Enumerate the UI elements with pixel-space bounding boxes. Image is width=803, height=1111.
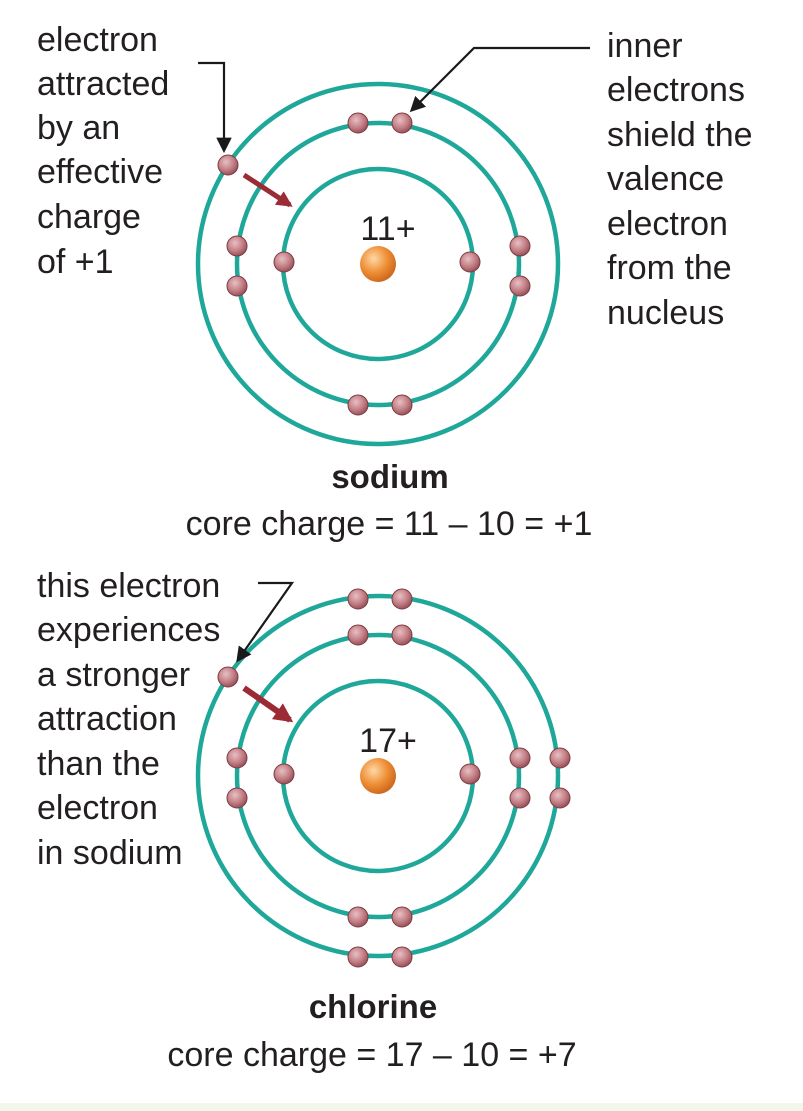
chlorine-attraction-arrow [242, 685, 294, 723]
chlorine-outer-shell [195, 593, 561, 959]
sodium-nucleus [360, 246, 396, 282]
callout-line: shield the [607, 116, 753, 154]
callout-line: of +1 [37, 243, 114, 281]
sodium-core-charge: core charge = 11 – 10 = +1 [186, 505, 593, 543]
chlorine-nucleus-charge: 17+ [359, 722, 417, 760]
sodium-atom: 11+ electron attracted by an effective c… [37, 21, 762, 543]
callout-line: attraction [37, 700, 177, 738]
callout-line: attracted [37, 65, 169, 103]
callout-line: in sodium [37, 834, 183, 872]
chlorine-highlighted-electron [217, 666, 239, 688]
callout-line: inner [607, 27, 683, 65]
sodium-left-leader-line [198, 61, 232, 154]
sodium-nucleus-charge: 11+ [360, 210, 415, 248]
electron [509, 235, 531, 257]
chlorine-core-charge: core charge = 17 – 10 = +7 [167, 1036, 576, 1074]
sodium-attraction-arrow [242, 172, 293, 208]
sodium-right-callout: inner electrons shield the valence elect… [607, 27, 762, 332]
valence-electron [391, 588, 413, 610]
electron [391, 624, 413, 646]
callout-line: electrons [607, 71, 745, 109]
chlorine-left-callout: this electron experiences a stronger att… [37, 567, 230, 872]
valence-electron [549, 747, 571, 769]
callout-line: this electron [37, 567, 220, 605]
electron [391, 394, 413, 416]
callout-line: from the [607, 249, 732, 287]
sodium-left-callout: electron attracted by an effective charg… [37, 21, 179, 281]
electron [347, 394, 369, 416]
sodium-right-leader-line [409, 46, 590, 113]
chlorine-atom: 17+ this electron experiences a str [37, 567, 577, 1074]
chlorine-electrons [217, 588, 571, 968]
callout-line: than the [37, 745, 160, 783]
valence-electron [391, 946, 413, 968]
chlorine-nucleus [360, 758, 396, 794]
callout-line: valence [607, 160, 724, 198]
electron [347, 906, 369, 928]
callout-line: nucleus [607, 294, 724, 332]
sodium-outer-shell [195, 81, 561, 447]
electron [273, 763, 295, 785]
electron [459, 251, 481, 273]
sodium-electrons [217, 112, 531, 416]
callout-line: electron [37, 789, 158, 827]
electron [226, 275, 248, 297]
sodium-valence-electron [217, 154, 239, 176]
electron [273, 251, 295, 273]
sodium-name: sodium [331, 458, 448, 495]
callout-line: experiences [37, 611, 220, 649]
electron [226, 787, 248, 809]
chlorine-left-leader-line [236, 581, 295, 663]
bottom-strip [0, 1103, 803, 1111]
electron [226, 235, 248, 257]
callout-line: charge [37, 198, 141, 236]
valence-electron [347, 946, 369, 968]
callout-line: electron [37, 21, 158, 59]
valence-electron [549, 787, 571, 809]
electron [391, 906, 413, 928]
callout-line: a stronger [37, 656, 190, 694]
callout-line: effective [37, 153, 163, 191]
electron [347, 624, 369, 646]
electron [509, 747, 531, 769]
callout-line: by an [37, 109, 120, 147]
chlorine-name: chlorine [309, 988, 437, 1025]
sodium-middle-shell [234, 120, 522, 408]
electron [391, 112, 413, 134]
electron [509, 787, 531, 809]
valence-electron [347, 588, 369, 610]
electron [226, 747, 248, 769]
electron [459, 763, 481, 785]
electron [509, 275, 531, 297]
chlorine-middle-shell [234, 632, 522, 920]
electron [347, 112, 369, 134]
callout-line: electron [607, 205, 728, 243]
